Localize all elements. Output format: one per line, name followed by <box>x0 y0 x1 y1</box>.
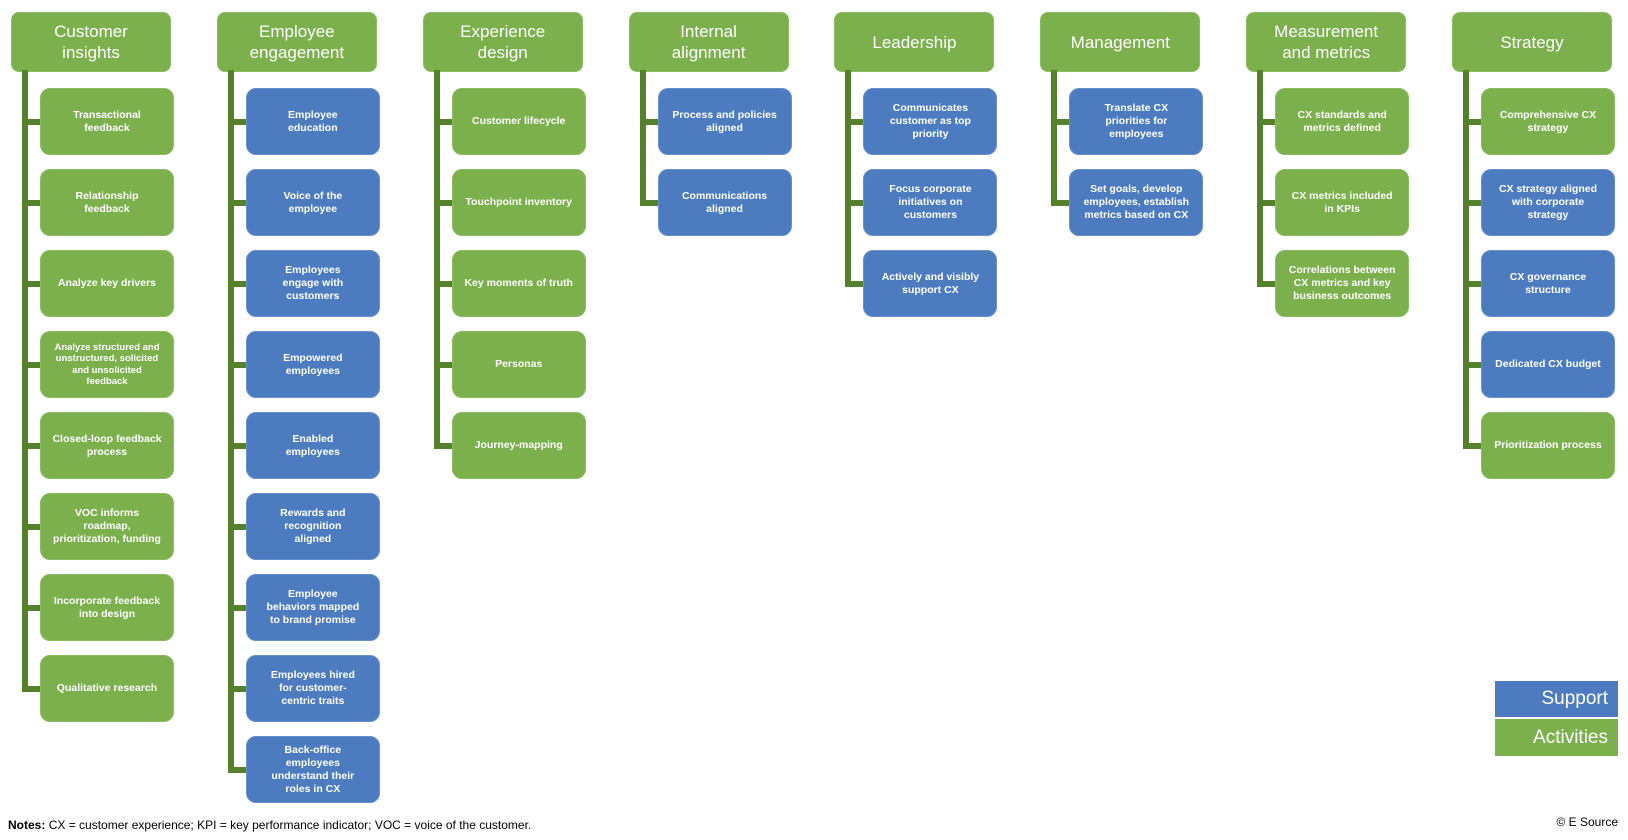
connector-stub <box>433 442 452 449</box>
connector-stub <box>227 442 246 449</box>
support-node: Dedicated CX budget <box>1480 331 1615 398</box>
column-header-management: Management <box>1040 12 1201 72</box>
connector-line-measurement-and-metrics <box>1257 70 1264 287</box>
column-header-internal-alignment: Internal alignment <box>628 12 789 72</box>
activity-node: Touchpoint inventory <box>451 169 586 236</box>
column-header-strategy: Strategy <box>1451 12 1612 72</box>
connector-stub <box>227 280 246 287</box>
connector-stub <box>22 361 40 368</box>
connector-stub <box>433 280 452 287</box>
activity-node: Customer lifecycle <box>451 88 586 155</box>
support-node: Actively and visibly support CX <box>863 250 998 317</box>
activity-node: Personas <box>451 331 586 398</box>
connector-stub <box>1462 118 1481 125</box>
connector-stub <box>1462 361 1481 368</box>
connector-stub <box>227 199 246 206</box>
connector-line-experience-design <box>433 70 440 449</box>
connector-stub <box>639 199 658 206</box>
support-node: Process and policies aligned <box>657 88 792 155</box>
activity-node: Qualitative research <box>40 655 174 722</box>
activity-node: Analyze structured and unstructured, sol… <box>40 331 174 398</box>
activity-node: Correlations between CX metrics and key … <box>1275 250 1410 317</box>
activity-node: Journey-mapping <box>451 412 586 479</box>
legend-support-label: Support <box>1541 688 1608 709</box>
connector-stub <box>845 280 864 287</box>
activity-node: VOC informs roadmap, prioritization, fun… <box>40 493 174 560</box>
legend-support-box: Support <box>1495 681 1618 717</box>
connector-stub <box>1051 118 1070 125</box>
connector-stub <box>22 523 40 530</box>
activity-node: Closed-loop feedback process <box>40 412 174 479</box>
support-node: Voice of the employee <box>245 169 380 236</box>
support-node: Focus corporate initiatives on customers <box>863 169 998 236</box>
connector-line-management <box>1051 70 1058 206</box>
activity-node: CX metrics included in KPIs <box>1275 169 1410 236</box>
connector-stub <box>1462 280 1481 287</box>
connector-line-customer-insights <box>22 70 28 692</box>
connector-stub <box>22 604 40 611</box>
connector-stub <box>433 118 452 125</box>
column-header-leadership: Leadership <box>834 12 995 72</box>
connector-stub <box>22 280 40 287</box>
connector-stub <box>227 766 246 773</box>
support-node: Back-office employees understand their r… <box>245 736 380 803</box>
support-node: CX strategy aligned with corporate strat… <box>1480 169 1615 236</box>
connector-stub <box>227 523 246 530</box>
notes-label: Notes: <box>8 818 46 832</box>
connector-line-internal-alignment <box>639 70 646 206</box>
connector-line-employee-engagement <box>227 70 234 773</box>
notes-body: CX = customer experience; KPI = key perf… <box>48 818 532 832</box>
connector-stub <box>1462 442 1481 449</box>
activity-node: Key moments of truth <box>451 250 586 317</box>
connector-line-strategy <box>1462 70 1469 449</box>
connector-stub <box>845 118 864 125</box>
support-node: Employees engage with customers <box>245 250 380 317</box>
activity-node: Transactional feedback <box>40 88 174 155</box>
connector-stub <box>433 361 452 368</box>
support-node: Set goals, develop employees, establish … <box>1069 169 1204 236</box>
support-node: Employees hired for customer- centric tr… <box>245 655 380 722</box>
support-node: Empowered employees <box>245 331 380 398</box>
support-node: Enabled employees <box>245 412 380 479</box>
column-header-measurement-and-metrics: Measurement and metrics <box>1246 12 1407 72</box>
column-header-experience-design: Experience design <box>422 12 583 72</box>
connector-stub <box>22 118 40 125</box>
support-node: CX governance structure <box>1480 250 1615 317</box>
connector-stub <box>433 199 452 206</box>
activity-node: Incorporate feedback into design <box>40 574 174 641</box>
support-node: Employee education <box>245 88 380 155</box>
activity-node: Relationship feedback <box>40 169 174 236</box>
connector-stub <box>1257 118 1276 125</box>
connector-stub <box>227 361 246 368</box>
support-node: Communicates customer as top priority <box>863 88 998 155</box>
legend-activities-box: Activities <box>1495 719 1618 756</box>
connector-stub <box>639 118 658 125</box>
support-node: Employee behaviors mapped to brand promi… <box>245 574 380 641</box>
connector-stub <box>22 442 40 449</box>
connector-stub <box>227 118 246 125</box>
activity-node: CX standards and metrics defined <box>1275 88 1410 155</box>
support-node: Translate CX priorities for employees <box>1069 88 1204 155</box>
column-header-customer-insights: Customer insights <box>11 12 171 72</box>
connector-stub <box>22 685 40 692</box>
connector-stub <box>1051 199 1070 206</box>
copyright-text: © E Source <box>1556 815 1618 829</box>
column-header-employee-engagement: Employee engagement <box>216 12 377 72</box>
connector-stub <box>1257 280 1276 287</box>
support-node: Rewards and recognition aligned <box>245 493 380 560</box>
activity-node: Prioritization process <box>1480 412 1615 479</box>
connector-stub <box>1462 199 1481 206</box>
connector-stub <box>227 604 246 611</box>
activity-node: Analyze key drivers <box>40 250 174 317</box>
notes-text: Notes: CX = customer experience; KPI = k… <box>8 818 531 832</box>
connector-stub <box>22 199 40 206</box>
legend-activities-label: Activities <box>1533 726 1608 748</box>
connector-stub <box>845 199 864 206</box>
connector-stub <box>227 685 246 692</box>
activity-node: Comprehensive CX strategy <box>1480 88 1615 155</box>
connector-line-leadership <box>845 70 852 287</box>
support-node: Communications aligned <box>657 169 792 236</box>
connector-stub <box>1257 199 1276 206</box>
